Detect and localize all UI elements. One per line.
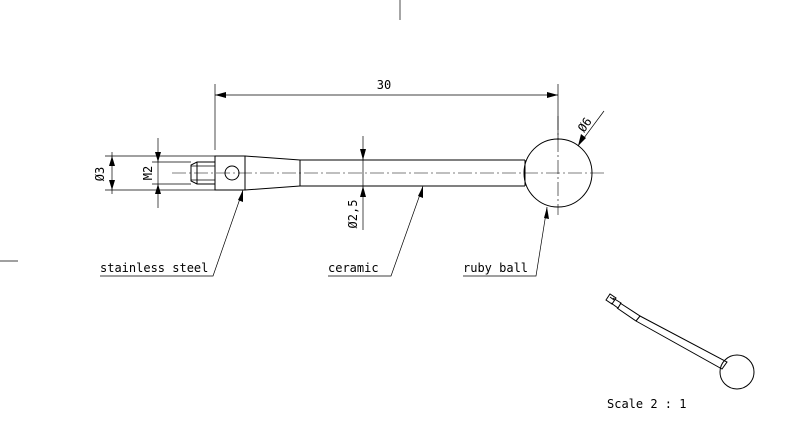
- dimension-length: 30: [214, 78, 559, 150]
- label-stainless-steel-text: stainless steel: [100, 261, 208, 275]
- dimension-thread: M2: [141, 138, 191, 208]
- dimension-ball: Ø6: [575, 110, 605, 147]
- dimension-shank: Ø3: [93, 152, 215, 194]
- dimension-shank-text: Ø3: [93, 167, 107, 181]
- label-ruby-ball-text: ruby ball: [463, 261, 528, 275]
- dimension-ball-text: Ø6: [575, 115, 595, 135]
- stainless-steel-body: [214, 155, 301, 191]
- dimension-thread-text: M2: [141, 166, 155, 180]
- label-ceramic-text: ceramic: [328, 261, 379, 275]
- dimension-stem-text: Ø2,5: [346, 200, 360, 229]
- thread-part: [190, 161, 215, 185]
- isometric-view: [605, 293, 755, 390]
- label-stainless-steel: stainless steel: [100, 189, 244, 277]
- wrench-hole: [224, 165, 240, 181]
- dimension-stem: Ø2,5: [346, 136, 366, 230]
- label-ruby-ball: ruby ball: [463, 206, 549, 277]
- dimension-length-text: 30: [377, 78, 391, 92]
- scale-note: Scale 2 : 1: [607, 397, 686, 411]
- label-ceramic: ceramic: [328, 185, 424, 277]
